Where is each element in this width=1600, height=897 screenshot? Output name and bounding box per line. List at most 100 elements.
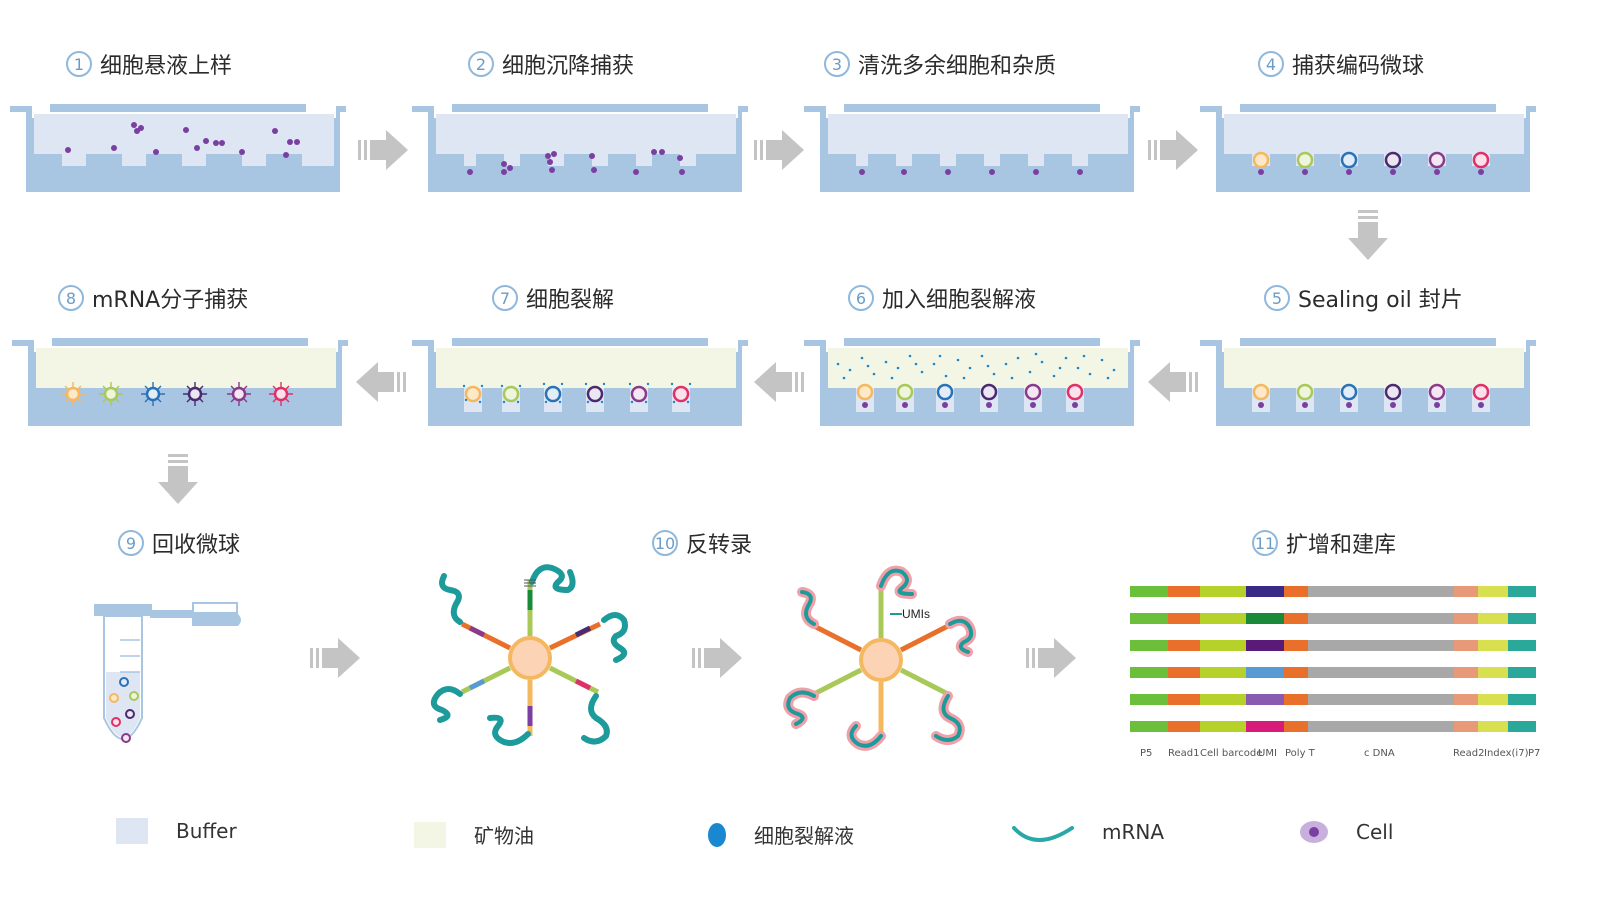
library-label-read1: Read1 bbox=[1168, 748, 1200, 759]
step-2-title: 2 细胞沉降捕获 bbox=[468, 48, 634, 80]
library-segment bbox=[1454, 586, 1478, 597]
library-segment bbox=[1168, 613, 1200, 624]
library-segment bbox=[1168, 694, 1200, 705]
library-segment bbox=[1284, 613, 1308, 624]
library-segment bbox=[1454, 667, 1478, 678]
library-segment bbox=[1168, 721, 1200, 732]
arrow-right-icon bbox=[310, 638, 360, 678]
arrow-left-icon bbox=[356, 362, 406, 402]
well-panel-step-7 bbox=[412, 338, 748, 426]
library-label-cell-barcode: Cell barcode bbox=[1200, 748, 1263, 759]
well-panel-step-2 bbox=[412, 104, 748, 192]
step-label: 扩增和建库 bbox=[1286, 533, 1397, 558]
library-segment bbox=[1308, 613, 1454, 624]
library-segment bbox=[1168, 667, 1200, 678]
step-10-title: 10 反转录 bbox=[652, 527, 752, 559]
legend-label: 细胞裂解液 bbox=[754, 824, 854, 848]
library-segment bbox=[1508, 613, 1536, 624]
library-segment bbox=[1130, 694, 1168, 705]
library-segment bbox=[1454, 721, 1478, 732]
step-number: 3 bbox=[824, 51, 850, 77]
lysis-drop-icon bbox=[708, 822, 726, 847]
umi-label: UMIs bbox=[902, 607, 930, 621]
library-segment bbox=[1284, 721, 1308, 732]
step-label: 细胞裂解 bbox=[526, 288, 615, 313]
step-number: 6 bbox=[848, 285, 874, 311]
library-segment bbox=[1308, 667, 1454, 678]
step-number: 1 bbox=[66, 51, 92, 77]
step-label: 清洗多余细胞和杂质 bbox=[858, 54, 1057, 79]
library-label-index-i7: Index(i7) bbox=[1484, 748, 1529, 759]
library-segment bbox=[1308, 640, 1454, 651]
library-segment bbox=[1284, 694, 1308, 705]
arrow-down-icon bbox=[158, 454, 198, 504]
library-segment bbox=[1478, 721, 1508, 732]
library-segment bbox=[1478, 613, 1508, 624]
step-label: 细胞沉降捕获 bbox=[502, 54, 635, 79]
well-panel-step-5 bbox=[1200, 338, 1536, 426]
step-7-title: 7 细胞裂解 bbox=[492, 282, 614, 314]
library-segment bbox=[1308, 721, 1454, 732]
legend-label: Cell bbox=[1356, 820, 1394, 844]
step-label: 捕获编码微球 bbox=[1292, 54, 1425, 79]
library-segment bbox=[1284, 640, 1308, 651]
library-segment bbox=[1246, 613, 1284, 624]
step-9-title: 9 回收微球 bbox=[118, 527, 240, 559]
step-number: 5 bbox=[1264, 285, 1290, 311]
library-segment bbox=[1308, 694, 1454, 705]
mrna-curve-icon bbox=[1012, 826, 1074, 842]
library-segment bbox=[1200, 694, 1246, 705]
step-4-title: 4 捕获编码微球 bbox=[1258, 48, 1424, 80]
step-8-title: 8 mRNA分子捕获 bbox=[58, 282, 248, 314]
library-segment bbox=[1508, 721, 1536, 732]
step-number: 11 bbox=[1252, 530, 1278, 556]
library-segment bbox=[1508, 586, 1536, 597]
library-segment bbox=[1200, 613, 1246, 624]
arrow-right-icon bbox=[692, 638, 742, 678]
buffer-swatch-icon bbox=[116, 818, 148, 844]
legend-mineral-oil: 矿物油 bbox=[414, 820, 534, 849]
library-segment bbox=[1246, 667, 1284, 678]
step-number: 4 bbox=[1258, 51, 1284, 77]
step-6-title: 6 加入细胞裂解液 bbox=[848, 282, 1036, 314]
collection-tube-icon bbox=[94, 602, 241, 743]
library-segment bbox=[1246, 586, 1284, 597]
step-11-title: 11 扩增和建库 bbox=[1252, 527, 1396, 559]
step-number: 8 bbox=[58, 285, 84, 311]
library-segment bbox=[1284, 667, 1308, 678]
library-segment bbox=[1284, 586, 1308, 597]
library-segment bbox=[1508, 667, 1536, 678]
library-segment bbox=[1508, 640, 1536, 651]
library-segment bbox=[1130, 640, 1168, 651]
bead-oligo-capture-diagram bbox=[430, 564, 628, 746]
well-panel-step-1 bbox=[10, 104, 346, 192]
step-label: mRNA分子捕获 bbox=[92, 288, 249, 313]
library-label-p7: P7 bbox=[1528, 748, 1541, 759]
step-label: 回收微球 bbox=[152, 533, 241, 558]
step-number: 2 bbox=[468, 51, 494, 77]
library-segment bbox=[1478, 667, 1508, 678]
library-segment bbox=[1246, 694, 1284, 705]
library-segment bbox=[1246, 721, 1284, 732]
step-label: Sealing oil 封片 bbox=[1298, 288, 1463, 313]
library-segment bbox=[1130, 586, 1168, 597]
cell-dot-icon bbox=[1300, 821, 1328, 843]
library-segment bbox=[1130, 667, 1168, 678]
arrow-right-icon bbox=[358, 130, 408, 170]
legend-buffer: Buffer bbox=[116, 818, 237, 844]
library-segment bbox=[1508, 694, 1536, 705]
arrow-right-icon bbox=[1148, 130, 1198, 170]
library-structure-diagram bbox=[1130, 586, 1536, 732]
legend-mrna: mRNA bbox=[1012, 818, 1164, 846]
step-number: 10 bbox=[652, 530, 678, 556]
arrow-down-icon bbox=[1348, 210, 1388, 260]
legend-label: 矿物油 bbox=[474, 824, 534, 848]
library-segment bbox=[1308, 586, 1454, 597]
library-label-cdna: c DNA bbox=[1364, 748, 1395, 759]
library-segment bbox=[1478, 586, 1508, 597]
legend-label: mRNA bbox=[1102, 820, 1165, 844]
arrow-right-icon bbox=[754, 130, 804, 170]
library-segment bbox=[1200, 721, 1246, 732]
step-3-title: 3 清洗多余细胞和杂质 bbox=[824, 48, 1056, 80]
library-segment bbox=[1478, 640, 1508, 651]
